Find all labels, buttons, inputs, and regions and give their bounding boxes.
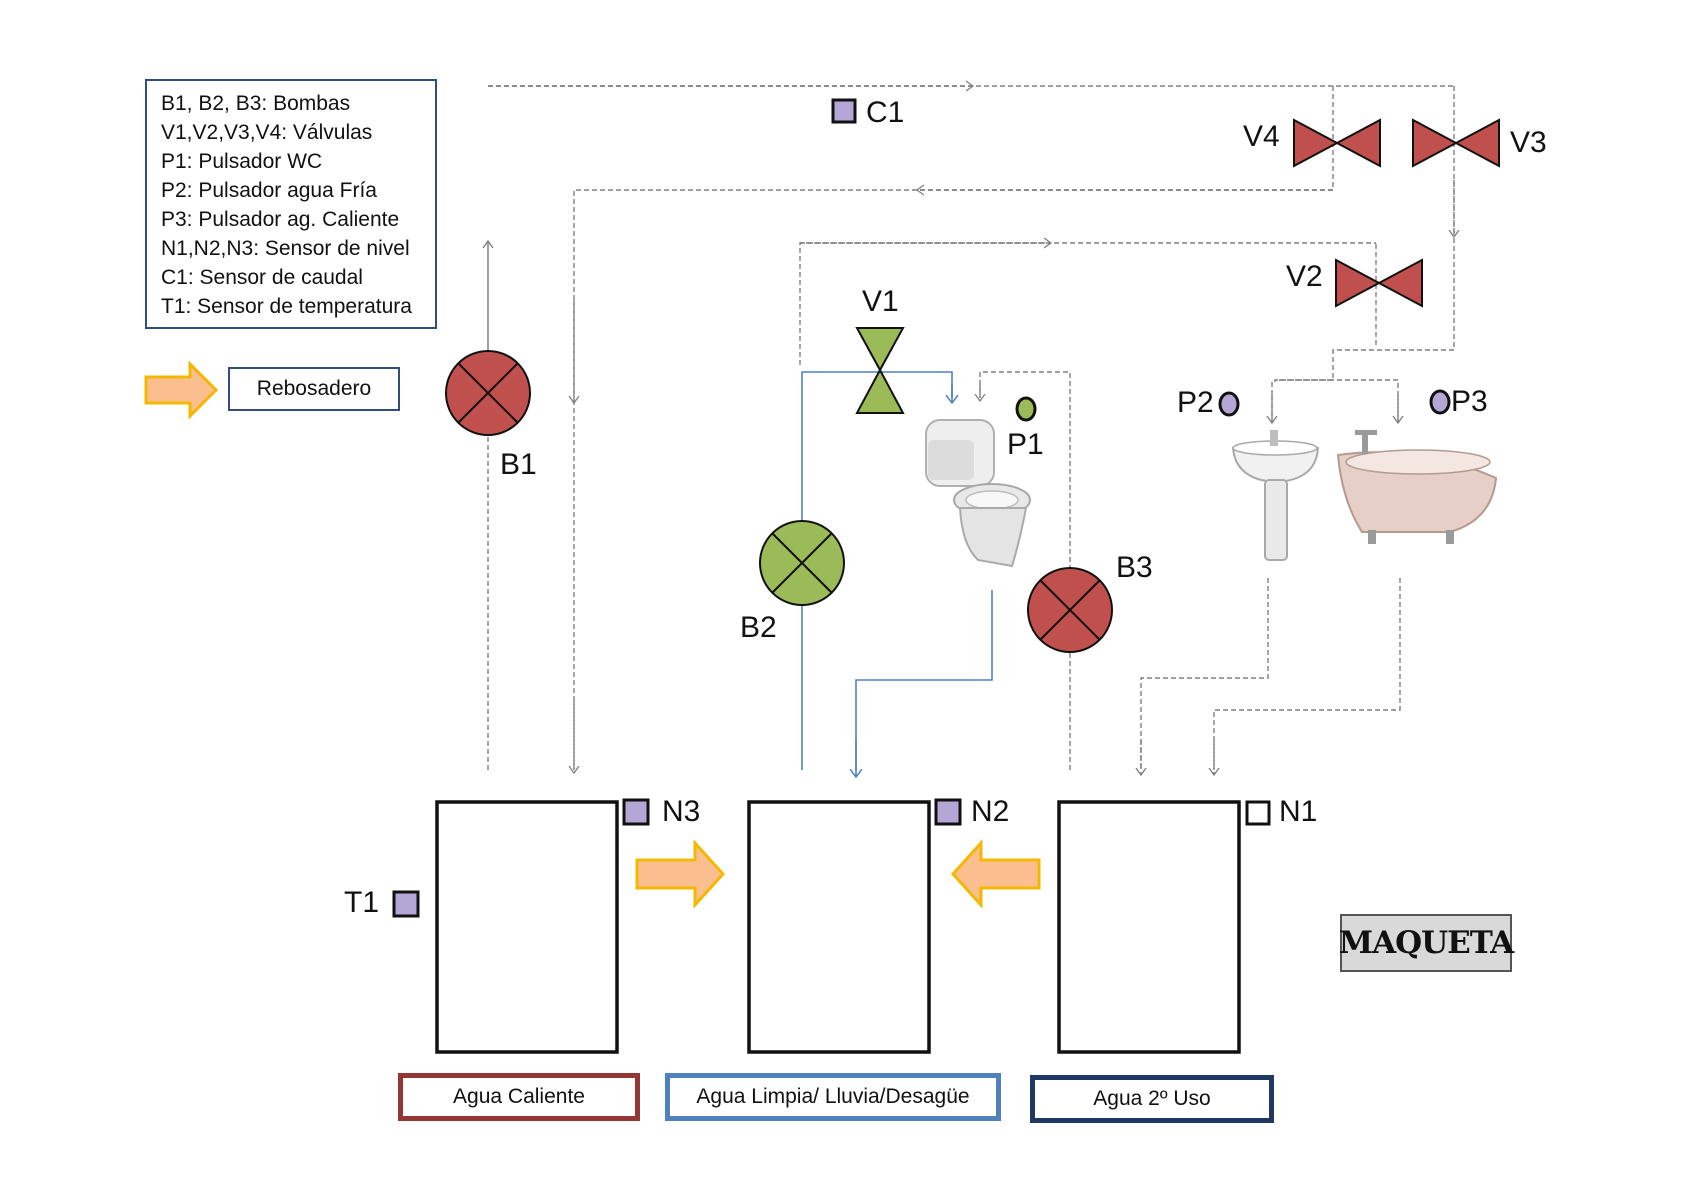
- legend-line: P3: Pulsador ag. Caliente: [161, 208, 400, 231]
- sensor-n3[interactable]: [622, 798, 650, 826]
- valve-v2[interactable]: [1335, 258, 1423, 308]
- label-b1: B1: [500, 448, 537, 481]
- valve-v4[interactable]: [1293, 118, 1381, 168]
- gray-pipes: [488, 86, 1454, 774]
- sensor-n2[interactable]: [934, 798, 962, 826]
- button-p3[interactable]: [1429, 389, 1451, 415]
- label-n2: N2: [971, 795, 1010, 828]
- pipe-sink-drain: [1140, 578, 1269, 770]
- label-p1: P1: [1007, 428, 1044, 461]
- pipe-wc-drain: [855, 590, 993, 770]
- tank-label-clean: Agua Limpia/ Lluvia/Desagüe: [665, 1073, 1001, 1121]
- valve-v1[interactable]: [855, 327, 905, 414]
- legend-line: N1,N2,N3: Sensor de nivel: [161, 237, 410, 260]
- tank-hot: [435, 800, 619, 1054]
- button-p1[interactable]: [1015, 396, 1037, 422]
- tank-label-hot: Agua Caliente: [398, 1073, 640, 1121]
- pipe-to-sinks: [1274, 379, 1399, 420]
- pump-b2[interactable]: [759, 520, 845, 606]
- legend-line: B1, B2, B3: Bombas: [161, 92, 351, 115]
- label-n1: N1: [1279, 795, 1318, 828]
- bathtub-icon: [1336, 430, 1498, 544]
- label-b2: B2: [740, 611, 777, 644]
- valve-v3[interactable]: [1412, 118, 1500, 168]
- sensor-t1[interactable]: [392, 890, 420, 918]
- tank-clean: [747, 800, 931, 1054]
- washbasin-icon: [1231, 430, 1320, 561]
- label-t1: T1: [344, 886, 380, 919]
- pipe-to-v4: [573, 86, 1334, 396]
- toilet-icon: [925, 419, 1031, 568]
- tank-second: [1057, 800, 1241, 1054]
- pump-b1[interactable]: [445, 350, 531, 436]
- label-v2: V2: [1286, 260, 1323, 293]
- legend-line: C1: Sensor de caudal: [161, 266, 363, 289]
- pump-b3[interactable]: [1027, 567, 1113, 653]
- tank-label-second: Agua 2º Uso: [1030, 1075, 1274, 1123]
- legend-line: P2: Pulsador agua Fría: [161, 179, 377, 202]
- label-p3: P3: [1451, 385, 1488, 418]
- sensor-c1[interactable]: [831, 98, 857, 124]
- button-p2[interactable]: [1218, 391, 1240, 417]
- label-v3: V3: [1510, 126, 1547, 159]
- sensor-n1[interactable]: [1245, 800, 1271, 826]
- legend-box: B1, B2, B3: Bombas V1,V2,V3,V4: Válvulas…: [145, 79, 437, 329]
- maqueta-badge: MAQUETA: [1339, 914, 1514, 972]
- overflow-arrow-second-to-clean: [950, 839, 1041, 909]
- label-b3: B3: [1116, 551, 1153, 584]
- label-p2: P2: [1177, 386, 1214, 419]
- label-v1: V1: [862, 285, 899, 318]
- overflow-legend-label: Rebosadero: [228, 367, 400, 411]
- label-n3: N3: [662, 795, 701, 828]
- overflow-arrow-legend: [144, 360, 219, 420]
- pipe-bath-drain: [1213, 578, 1401, 770]
- label-c1: C1: [866, 96, 905, 129]
- legend-line: T1: Sensor de temperatura: [161, 295, 412, 318]
- legend-line: P1: Pulsador WC: [161, 150, 323, 173]
- legend-line: V1,V2,V3,V4: Válvulas: [161, 121, 373, 144]
- overflow-arrow-hot-to-clean: [635, 839, 726, 909]
- label-v4: V4: [1243, 120, 1280, 153]
